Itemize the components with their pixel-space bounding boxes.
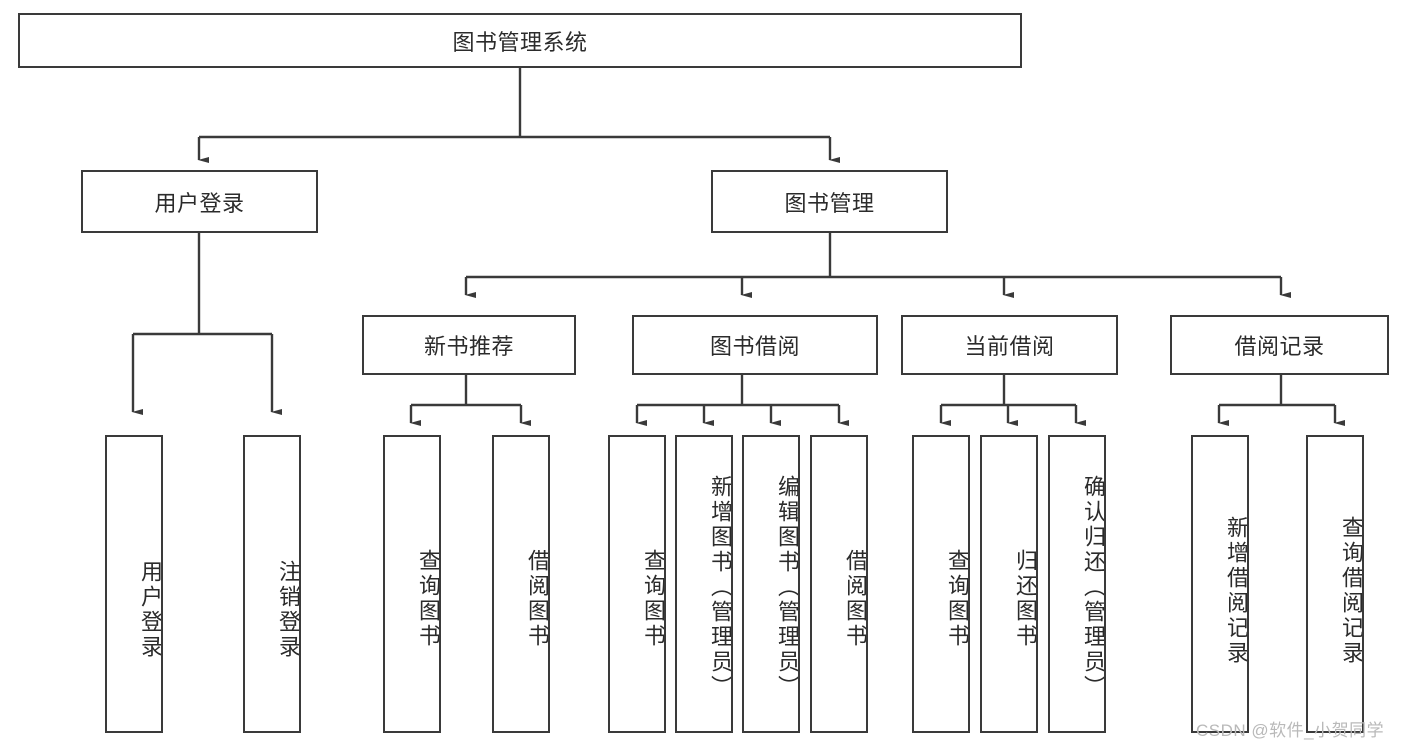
leaf-label: 归还图书 — [1013, 549, 1038, 649]
leaf-label: 借阅图书 — [843, 549, 868, 649]
leaf-new-book-query[interactable]: 查询图书 — [383, 435, 441, 733]
node-book-borrow[interactable]: 图书借阅 — [632, 315, 878, 375]
leaf-book-borrow-query[interactable]: 查询图书 — [608, 435, 666, 733]
leaf-label: 编辑图书（管理员） — [775, 474, 800, 700]
node-borrow-record-label: 借阅记录 — [1234, 334, 1325, 359]
node-current-borrow[interactable]: 当前借阅 — [901, 315, 1118, 375]
leaf-label: 新增图书（管理员） — [708, 474, 733, 700]
node-book-management[interactable]: 图书管理 — [711, 170, 948, 233]
leaf-current-borrow-return[interactable]: 归还图书 — [980, 435, 1038, 733]
leaf-user-login-logout[interactable]: 注销登录 — [243, 435, 301, 733]
node-root-label: 图书管理系统 — [452, 29, 588, 55]
leaf-current-borrow-confirm[interactable]: 确认归还（管理员） — [1048, 435, 1106, 733]
node-borrow-record[interactable]: 借阅记录 — [1170, 315, 1389, 375]
leaf-label: 注销登录 — [276, 560, 301, 660]
node-user-login[interactable]: 用户登录 — [81, 170, 318, 233]
leaf-borrow-record-query[interactable]: 查询借阅记录 — [1306, 435, 1364, 733]
leaf-label: 查询图书 — [641, 549, 666, 649]
node-new-book-recommend-label: 新书推荐 — [423, 334, 514, 359]
leaf-book-borrow-add[interactable]: 新增图书（管理员） — [675, 435, 733, 733]
leaf-label: 用户登录 — [138, 560, 163, 660]
node-root[interactable]: 图书管理系统 — [18, 13, 1022, 68]
leaf-label: 查询图书 — [945, 549, 970, 649]
leaf-book-borrow-edit[interactable]: 编辑图书（管理员） — [742, 435, 800, 733]
leaf-current-borrow-query[interactable]: 查询图书 — [912, 435, 970, 733]
leaf-book-borrow-borrow[interactable]: 借阅图书 — [810, 435, 868, 733]
csdn-watermark: CSDN @软件_小贺同学 — [1196, 721, 1385, 740]
leaf-label: 查询借阅记录 — [1339, 516, 1364, 666]
node-current-borrow-label: 当前借阅 — [964, 334, 1055, 359]
leaf-new-book-borrow[interactable]: 借阅图书 — [492, 435, 550, 733]
node-user-login-label: 用户登录 — [154, 190, 245, 216]
leaf-user-login-login[interactable]: 用户登录 — [105, 435, 163, 733]
node-new-book-recommend[interactable]: 新书推荐 — [362, 315, 576, 375]
node-book-borrow-label: 图书借阅 — [709, 334, 800, 359]
leaf-label: 查询图书 — [416, 549, 441, 649]
leaf-label: 确认归还（管理员） — [1081, 474, 1106, 700]
leaf-borrow-record-add[interactable]: 新增借阅记录 — [1191, 435, 1249, 733]
leaf-label: 借阅图书 — [525, 549, 550, 649]
leaf-label: 新增借阅记录 — [1224, 516, 1249, 666]
node-book-management-label: 图书管理 — [784, 190, 875, 216]
